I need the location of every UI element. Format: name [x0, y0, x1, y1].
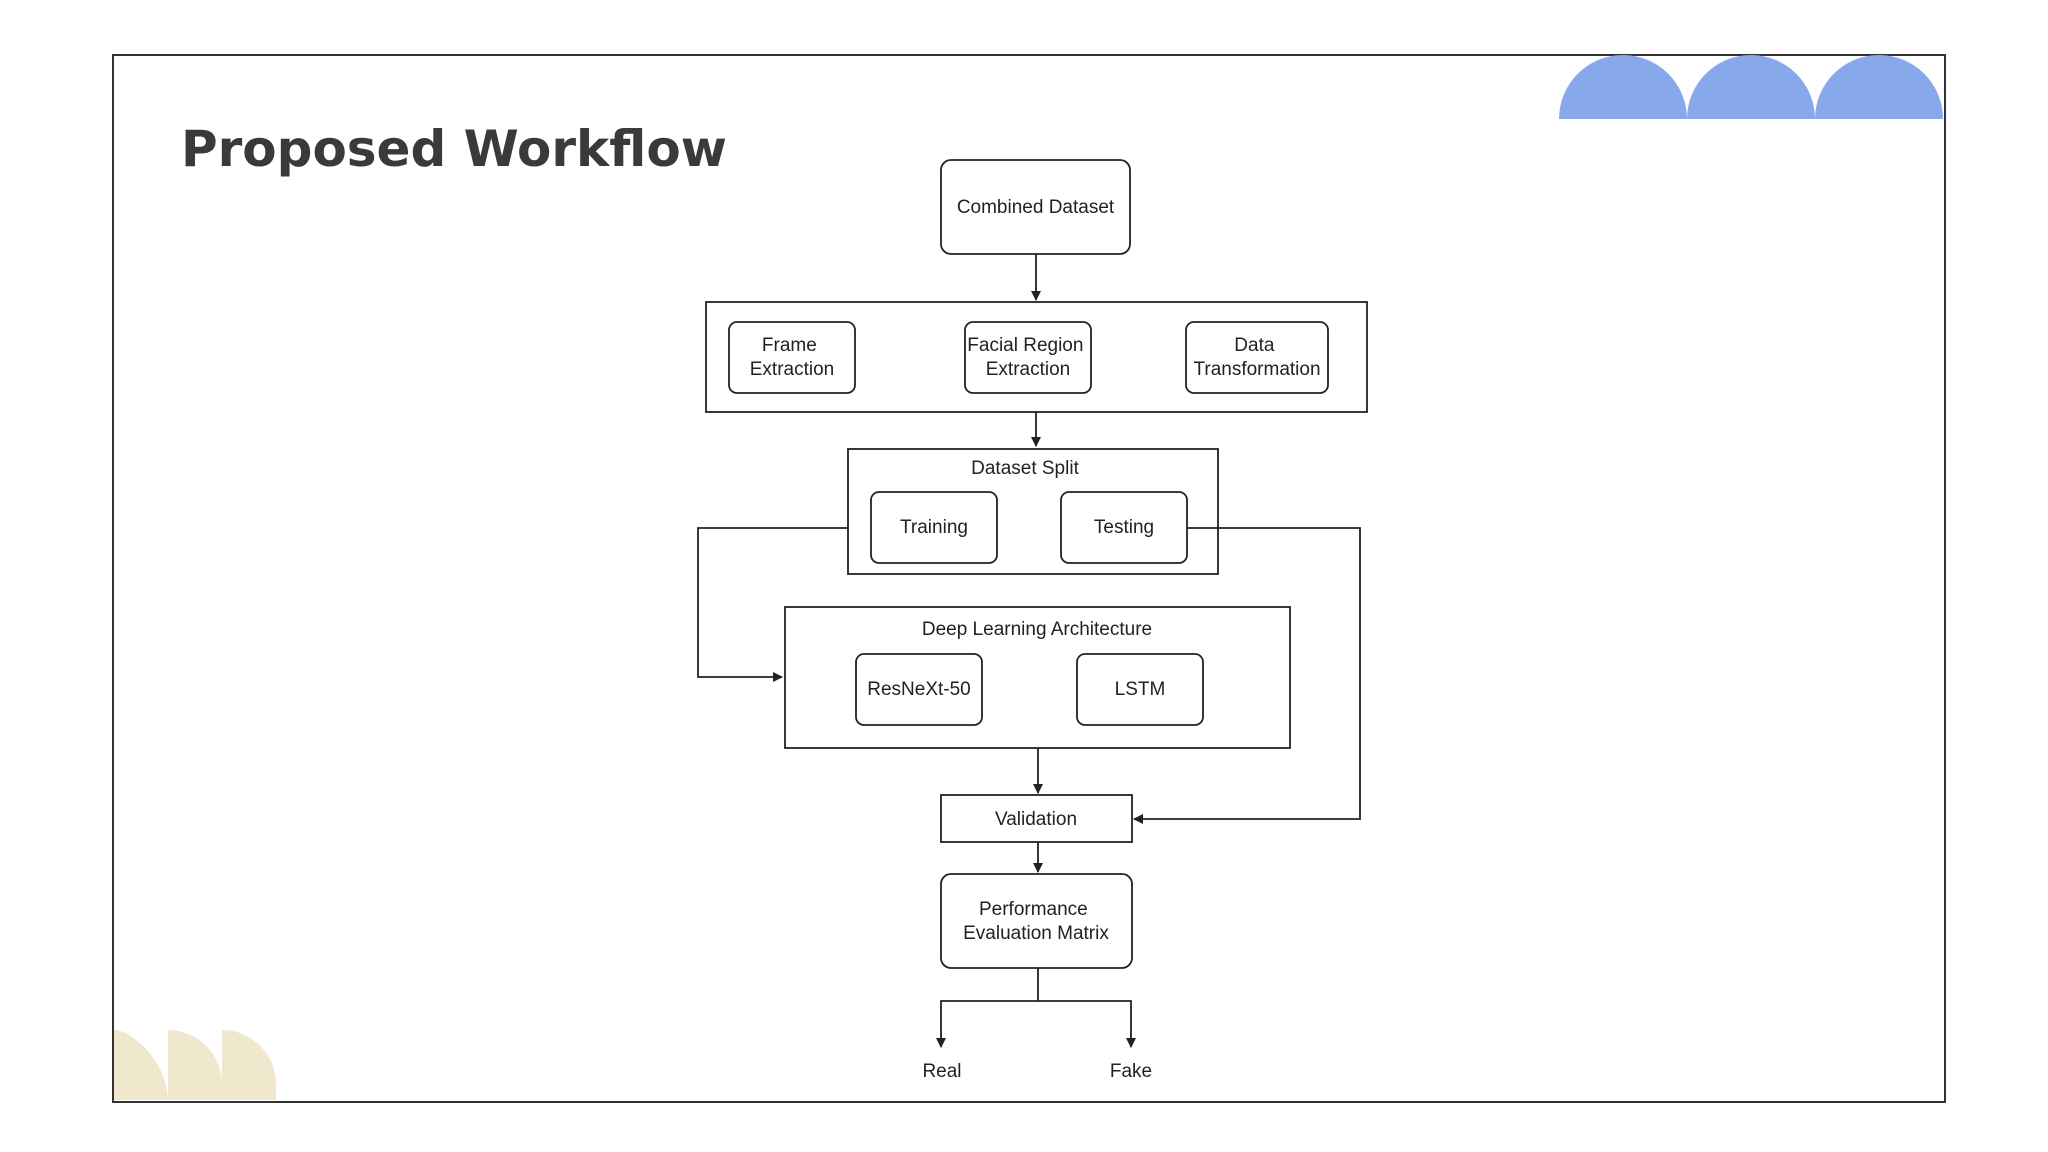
label-performance-line2: Evaluation Matrix [963, 923, 1109, 944]
node-performance-evaluation [940, 873, 1133, 969]
node-facial-region-extraction [964, 321, 1092, 394]
node-validation [940, 794, 1133, 843]
deco-semicircle-1 [1559, 55, 1687, 119]
label-frame-extraction-line1: Frame [762, 335, 817, 356]
label-performance-evaluation: Performance Evaluation Matrix [963, 899, 1109, 944]
slide-frame [112, 54, 1946, 1103]
label-lstm: LSTM [1115, 679, 1166, 700]
label-frame-extraction-line2: Extraction [750, 359, 834, 380]
deco-petal-3 [222, 1030, 276, 1100]
label-data-transformation-line2: Transformation [1193, 359, 1320, 380]
deco-petal-1 [114, 1030, 168, 1100]
label-fake: Fake [1110, 1061, 1152, 1082]
node-resnext [855, 653, 983, 726]
label-facial-region-line1: Facial Region [967, 335, 1083, 356]
label-training: Training [900, 517, 968, 538]
edge-to-real [936, 1000, 1038, 1048]
top-right-decoration [1559, 55, 1943, 119]
label-facial-region-extraction: Facial Region Extraction [967, 335, 1088, 380]
node-data-transformation [1185, 321, 1329, 394]
label-performance-line1: Performance [979, 899, 1088, 920]
label-facial-region-line2: Extraction [986, 359, 1070, 380]
label-validation: Validation [995, 809, 1077, 830]
edge-testing-to-validation [1133, 527, 1361, 824]
label-data-transformation: Data Transformation [1193, 335, 1320, 380]
edge-to-fake [1038, 1000, 1136, 1048]
label-data-transformation-line1: Data [1234, 335, 1275, 356]
edge-training-to-deep-learning [697, 527, 848, 682]
node-training [870, 491, 998, 564]
label-testing: Testing [1094, 517, 1154, 538]
page-title: Proposed Workflow [181, 120, 727, 178]
label-real: Real [922, 1061, 961, 1082]
deco-petal-2 [168, 1030, 222, 1100]
bottom-left-decoration [114, 1030, 276, 1100]
label-dataset-split: Dataset Split [971, 458, 1079, 479]
label-combined-dataset: Combined Dataset [957, 197, 1115, 218]
deco-semicircle-3 [1815, 55, 1943, 119]
deco-semicircle-2 [1687, 55, 1815, 119]
node-lstm [1076, 653, 1204, 726]
label-deep-learning: Deep Learning Architecture [922, 619, 1152, 640]
label-frame-extraction: Frame Extraction [750, 335, 834, 380]
node-frame-extraction [728, 321, 856, 394]
workflow-diagram: Combined Dataset Frame Extraction Facial… [697, 159, 1368, 1082]
label-resnext: ResNeXt-50 [867, 679, 971, 700]
